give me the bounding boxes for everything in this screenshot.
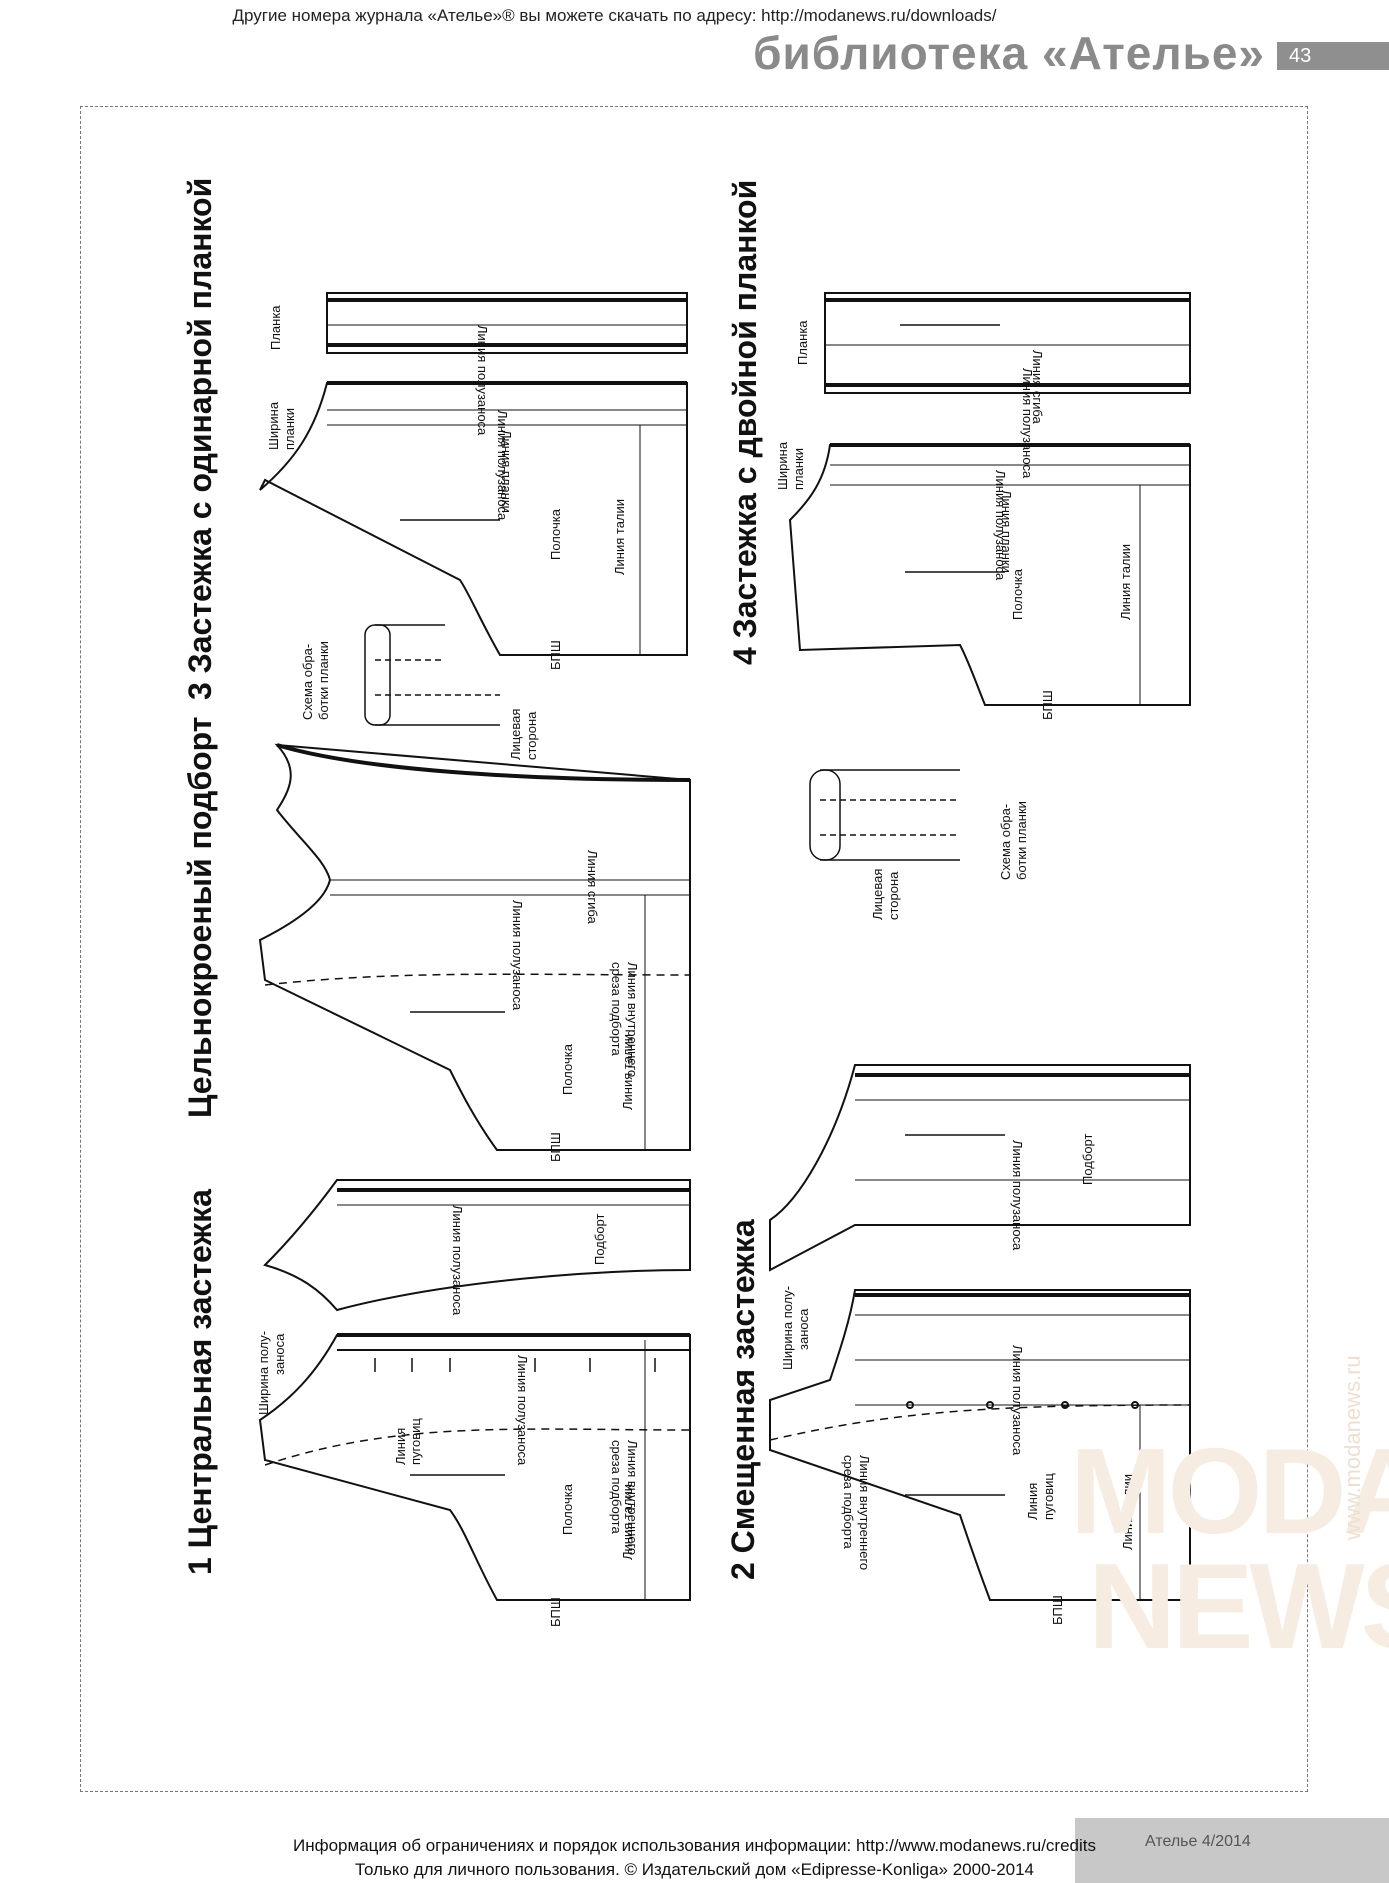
label-shirina-poluzanosa-2-2: заноса	[796, 1308, 811, 1350]
top-notice: Другие номера журнала «Ателье»® вы может…	[232, 6, 997, 25]
label-linia-pugovic-2-1: Линия	[1025, 1482, 1040, 1520]
label-shirina-planki-2: планки	[282, 408, 297, 450]
label-bpsh-4: БПШ	[1040, 690, 1055, 720]
label-planka: Планка	[268, 305, 283, 350]
label-linia-vnutr-mid: Линия внутреннего	[625, 962, 640, 1078]
label-linia-planki-4: Линия планки	[999, 490, 1014, 573]
page-number: 43	[1289, 45, 1312, 67]
label-bpsh: БПШ	[548, 1597, 563, 1627]
label-linia-pugovic-2-2: пуговиц	[1041, 1473, 1056, 1520]
label-linia-poluzanosa-2a: Линия полузаноса	[1010, 1140, 1025, 1251]
label-shirina-poluzanosa-2: заноса	[272, 1333, 287, 1375]
label-sreza-podborta: среза подборта	[609, 1440, 624, 1534]
label-linia-poluzanosa: Линия полузаноса	[515, 1355, 530, 1466]
section-title-mid: Цельнокроеный подборт	[182, 716, 218, 1118]
section-title-3: 3 Застежка с одинарной планкой	[182, 177, 218, 700]
pattern-1-front	[258, 1333, 691, 1601]
label-planka-4: Планка	[795, 320, 810, 365]
label-shirina-planki-4-2: планки	[791, 448, 806, 490]
label-linia-poluzanosa-2b: Линия полузаноса	[1010, 1345, 1025, 1456]
label-linia-talii-4: Линия талии	[1118, 543, 1133, 620]
label-bpsh-2: БПШ	[1050, 1595, 1065, 1625]
pattern-3-placket	[326, 292, 688, 354]
footer-line1: Информация об ограничениях и порядок исп…	[293, 1836, 1096, 1855]
label-linia-planki-3: Линия планки	[499, 430, 514, 513]
label-podbort-2: Подборт	[1080, 1133, 1095, 1185]
label-linia-poluzanosa-4a: Линия полузаноса	[1020, 368, 1035, 479]
label-bpsh-3: БПШ	[548, 640, 563, 670]
pattern-mid-front	[258, 743, 691, 1151]
label-shirina-planki-1: Ширина	[266, 401, 281, 450]
page-number-box: 43	[1277, 42, 1389, 70]
watermark-line2: NEWS	[1088, 1538, 1389, 1674]
label-linia-poluzanosa-podbort: Линия полузаноса	[450, 1205, 465, 1316]
pattern-2-facing	[769, 1064, 1191, 1272]
label-podbort: Подборт	[592, 1213, 607, 1265]
label-shirina-poluzanosa-1: Ширина полу-	[256, 1330, 271, 1415]
label-licevaya-2: сторона	[524, 711, 539, 760]
watermark-url: www.modanews.ru	[1340, 1355, 1365, 1540]
pattern-frame	[80, 106, 1308, 1792]
label-sreza-podborta-2: среза подборта	[841, 1455, 856, 1549]
label-linia-talii-3: Линия талии	[612, 498, 627, 575]
label-sreza-podborta-mid: среза подборта	[609, 962, 624, 1056]
footer-issue: Ателье 4/2014	[1145, 1833, 1251, 1850]
label-shema-1: Схема обра-	[300, 643, 315, 720]
label-licevaya-1: Лицевая	[508, 708, 523, 760]
watermark-line1: MODA	[1070, 1423, 1389, 1559]
label-polochka: Полочка	[560, 1484, 575, 1535]
pattern-1-facing	[263, 1179, 691, 1312]
label-linia-vnutr-2: Линия внутреннего	[857, 1455, 872, 1571]
label-shema-2: ботки планки	[316, 641, 331, 720]
label-licevaya-4-2: сторона	[886, 871, 901, 920]
section-title-1: 1 Центральная застежка	[182, 1189, 218, 1575]
label-bpsh-mid: БПШ	[548, 1132, 563, 1162]
section-title-4: 4 Застежка с двойной планкой	[727, 179, 763, 665]
label-polochka-mid: Полочка	[560, 1044, 575, 1095]
label-shema-4-1: Схема обра-	[998, 803, 1013, 880]
header-title: библиотека «Ателье»	[753, 27, 1265, 79]
pattern-3-scheme	[364, 624, 500, 726]
label-shirina-poluzanosa-2-1: Ширина полу-	[780, 1285, 795, 1370]
label-polochka-4: Полочка	[1010, 569, 1025, 620]
pattern-4-placket	[824, 292, 1191, 394]
footer-line2: Только для личного пользования. © Издате…	[354, 1860, 1035, 1879]
label-linia-poluzanosa-3a: Линия полузаноса	[475, 325, 490, 436]
label-linia-vnutr: Линия внутреннего	[625, 1440, 640, 1556]
label-linia-poluzanosa-mid: Линия полузаноса	[510, 900, 525, 1011]
footer-corner-band	[1075, 1818, 1389, 1883]
label-shema-4-2: ботки планки	[1014, 801, 1029, 880]
pattern-4-scheme	[809, 769, 960, 861]
label-linia-sgiba: Линия сгиба	[585, 850, 600, 924]
label-linia-pugovic-2: пуговиц	[408, 1418, 423, 1465]
pattern-4-front	[788, 443, 1191, 706]
pattern-3-front	[259, 381, 688, 656]
label-shirina-planki-4-1: Ширина	[775, 441, 790, 490]
label-polochka-3: Полочка	[548, 509, 563, 560]
label-licevaya-4-1: Лицевая	[870, 868, 885, 920]
section-title-2: 2 Смещенная застежка	[725, 1219, 761, 1580]
page-header: библиотека «Ателье» 43	[0, 27, 1389, 80]
label-linia-pugovic-1: Линия	[393, 1427, 408, 1465]
pattern-2-front	[769, 1289, 1191, 1601]
